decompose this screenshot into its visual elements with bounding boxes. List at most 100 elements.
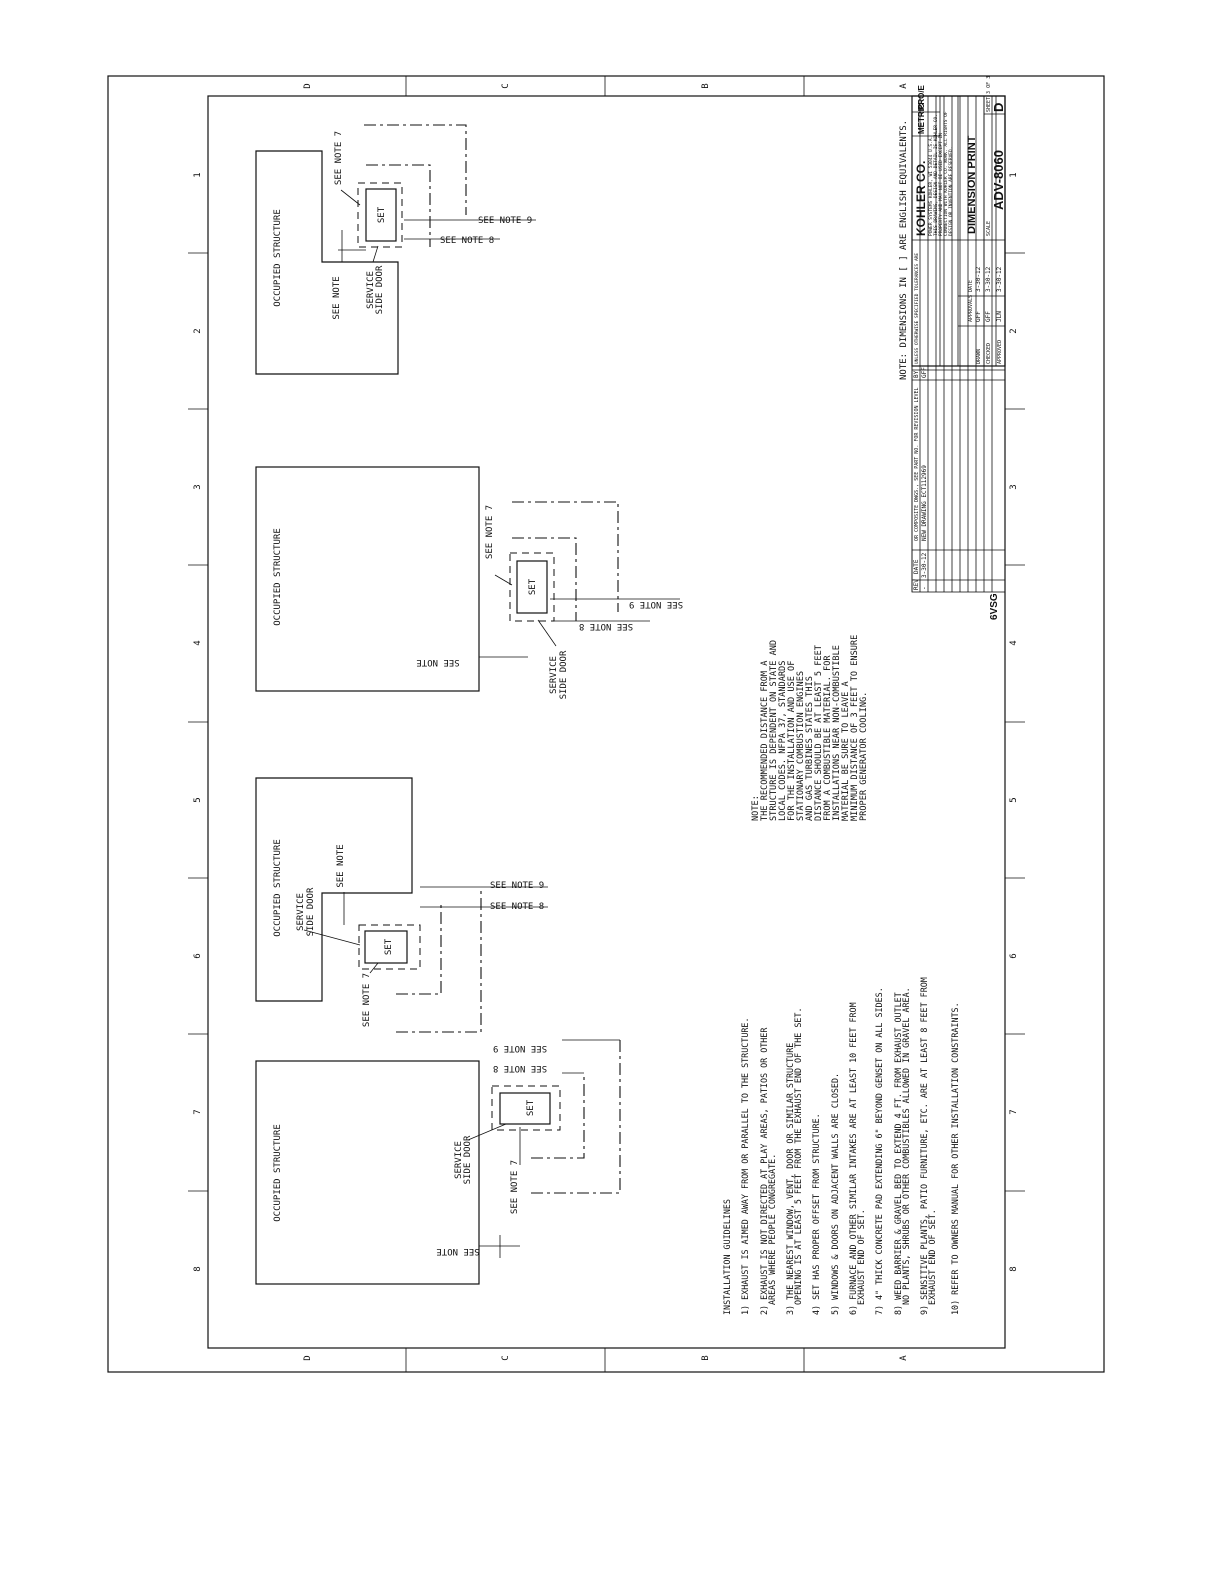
guideline-4: 4) SET HAS PROPER OFFSET FROM STRUCTURE.	[811, 1113, 821, 1315]
plant-boundary	[396, 887, 482, 1033]
pad-outline	[358, 924, 421, 970]
proe-label: PRO/E	[917, 84, 926, 110]
see-note-label: SEE NOTE	[332, 276, 342, 319]
guideline-7: 7) 4" THICK CONCRETE PAD EXTENDING 6" BE…	[874, 987, 884, 1315]
note-line-6: AND GAS TURBINES STATES THIS	[805, 676, 815, 821]
approvals-date-header: DATE	[968, 280, 974, 292]
date-header: DATE	[913, 559, 920, 574]
tolerance-note: UNLESS OTHERWISE SPECIFIED TOLERANCES AR…	[914, 253, 920, 364]
approved-by: JLN	[996, 311, 1003, 322]
zone-d-bottom: D	[303, 1355, 313, 1360]
property-line-2: PROPERTY AND MAY NOT BE USED EXCEPT IN	[938, 133, 944, 236]
english-equivalents-note: NOTE: DIMENSIONS IN [ ] ARE ENGLISH EQUI…	[899, 120, 909, 380]
approved-label: APPROVED	[997, 340, 1003, 364]
approved-date: 3-30-12	[996, 266, 1003, 292]
see-note-7-label: SEE NOTE 7	[362, 973, 372, 1027]
guideline-1: 1) EXHAUST IS AIMED AWAY FROM OR PARALLE…	[740, 1018, 750, 1316]
col-2-left: 2	[193, 328, 203, 333]
set-label: SET	[377, 206, 387, 223]
service-label: SERVICE	[296, 893, 306, 931]
set-box	[516, 560, 548, 614]
gravel-boundary	[512, 537, 577, 621]
guideline-5: 5) WINDOWS & DOORS ON ADJACENT WALLS ARE…	[830, 1073, 840, 1315]
see-note-8-label: SEE NOTE 8	[490, 902, 544, 912]
zone-ticks	[188, 76, 1025, 1372]
note-line-9: INSTALLATIONS NEAR NON-COMBUSTIBLE	[832, 645, 842, 821]
zone-a-bottom: A	[899, 1355, 909, 1361]
guideline-8a: 8) WEED BARRIER & GRAVEL BED TO EXTEND 4…	[893, 992, 903, 1315]
zone-c-bottom: C	[501, 1355, 511, 1360]
note-block: NOTE: THE RECOMMENDED DISTANCE FROM A ST…	[751, 635, 869, 821]
plant-boundary	[512, 501, 619, 612]
drawn-date: 3-30-12	[975, 266, 982, 292]
row-rev: -	[921, 586, 928, 590]
col-3-left: 3	[193, 484, 203, 489]
col-4-left: 4	[193, 640, 203, 645]
structure-outline	[255, 150, 399, 375]
row-date: 3-30-12	[921, 552, 928, 578]
set-box	[364, 930, 408, 964]
col-6-right: 6	[1009, 953, 1019, 958]
diagram-4: SET OCCUPIED STRUCTURE SERVICE SIDE DOOR…	[255, 1039, 621, 1285]
col-4-right: 4	[1009, 640, 1019, 645]
zone-d-top: D	[303, 83, 313, 88]
col-3-right: 3	[1009, 484, 1019, 489]
occupied-label: OCCUPIED STRUCTURE	[273, 209, 283, 307]
guideline-2b: AREAS WHERE PEOPLE CONGREGATE.	[767, 1154, 777, 1305]
structure-outline	[255, 466, 480, 692]
checked-date: 3-30-12	[985, 266, 992, 292]
note-line-8: FROM A COMBUSTIBLE MATERIAL. FOR	[823, 655, 833, 821]
sheet-size: D	[991, 103, 1006, 112]
col-1-right: 1	[1009, 172, 1019, 177]
side-door-label: SIDE DOOR	[375, 265, 385, 314]
gravel-boundary	[366, 164, 431, 247]
pad-outline	[357, 182, 403, 248]
note-line-1: THE RECOMMENDED DISTANCE FROM A	[760, 660, 770, 821]
guideline-10: 10) REFER TO OWNERS MANUAL FOR OTHER INS…	[950, 1002, 960, 1315]
note-line-12: PROPER GENERATOR COOLING.	[859, 692, 869, 821]
see-note-8-label: SEE NOTE 8	[493, 1063, 547, 1073]
zone-b-top: B	[701, 83, 711, 88]
see-note-7-label: SEE NOTE 7	[510, 1160, 520, 1214]
col-5-right: 5	[1009, 797, 1019, 802]
rev-header: REV	[913, 579, 920, 590]
guideline-3b: OPENING IS AT LEAST 5 FEET FROM THE EXHA…	[793, 1008, 803, 1306]
col-1-left: 1	[193, 172, 203, 177]
guideline-3a: 3) THE NEAREST WINDOW, VENT, DOOR OR SIM…	[785, 1043, 795, 1315]
title-block: KOHLER CO. METRIC PRO/E POWER SYSTEMS KO…	[911, 76, 1006, 620]
plant-boundary	[364, 124, 467, 215]
set-box	[499, 1092, 551, 1125]
col-5-left: 5	[193, 797, 203, 802]
guideline-8b: NO PLANTS, SHRUBS OR OTHER COMBUSTIBLES …	[901, 987, 911, 1305]
guidelines-title: INSTALLATION GUIDELINES	[722, 1199, 732, 1315]
note-line-7: DISTANCE SHOULD BE AT LEAST 5 FEET	[814, 645, 824, 821]
outer-border	[107, 75, 1105, 1373]
checked-by: GFF	[985, 311, 992, 322]
structure-outline	[255, 1060, 480, 1285]
note-line-10: MATERIAL BE SURE TO LEAVE A	[841, 680, 851, 821]
note-line-0: NOTE:	[751, 795, 761, 821]
zone-b-bottom: B	[701, 1355, 711, 1360]
guideline-2a: 2) EXHAUST IS NOT DIRECTED AT PLAY AREAS…	[759, 1027, 769, 1315]
row-desc: NEW DRAWING ECT112969	[921, 465, 928, 541]
occupied-label: OCCUPIED STRUCTURE	[273, 528, 283, 626]
col-6-left: 6	[193, 953, 203, 958]
checked-label: CHECKED	[986, 343, 992, 364]
brand-logo: KOHLER CO.	[914, 161, 928, 236]
scale-label: SCALE	[986, 221, 992, 236]
guideline-9b: EXHAUST END OF SET.	[927, 1209, 937, 1305]
set-box	[365, 188, 397, 242]
by-header: BY	[913, 370, 920, 378]
note-line-4: FOR THE INSTALLATION AND USE OF	[787, 661, 797, 821]
gravel-boundary	[531, 1073, 585, 1159]
guideline-9a: 9) SENSITIVE PLANTS, PATIO FURNITURE, ET…	[919, 977, 929, 1315]
plant-boundary	[531, 1040, 621, 1194]
sheet-label: SHEET 3 OF 3	[986, 76, 992, 112]
service-label: SERVICE	[549, 656, 559, 694]
pad-outline	[491, 1085, 561, 1131]
see-note-8-label: SEE NOTE 8	[579, 621, 633, 631]
drawn-label: DRAWN	[976, 349, 982, 364]
structure-outline	[255, 777, 413, 1002]
property-line-3: CONNECTION WITH KOHLER CO. WORK. ALL RIG…	[943, 111, 949, 236]
